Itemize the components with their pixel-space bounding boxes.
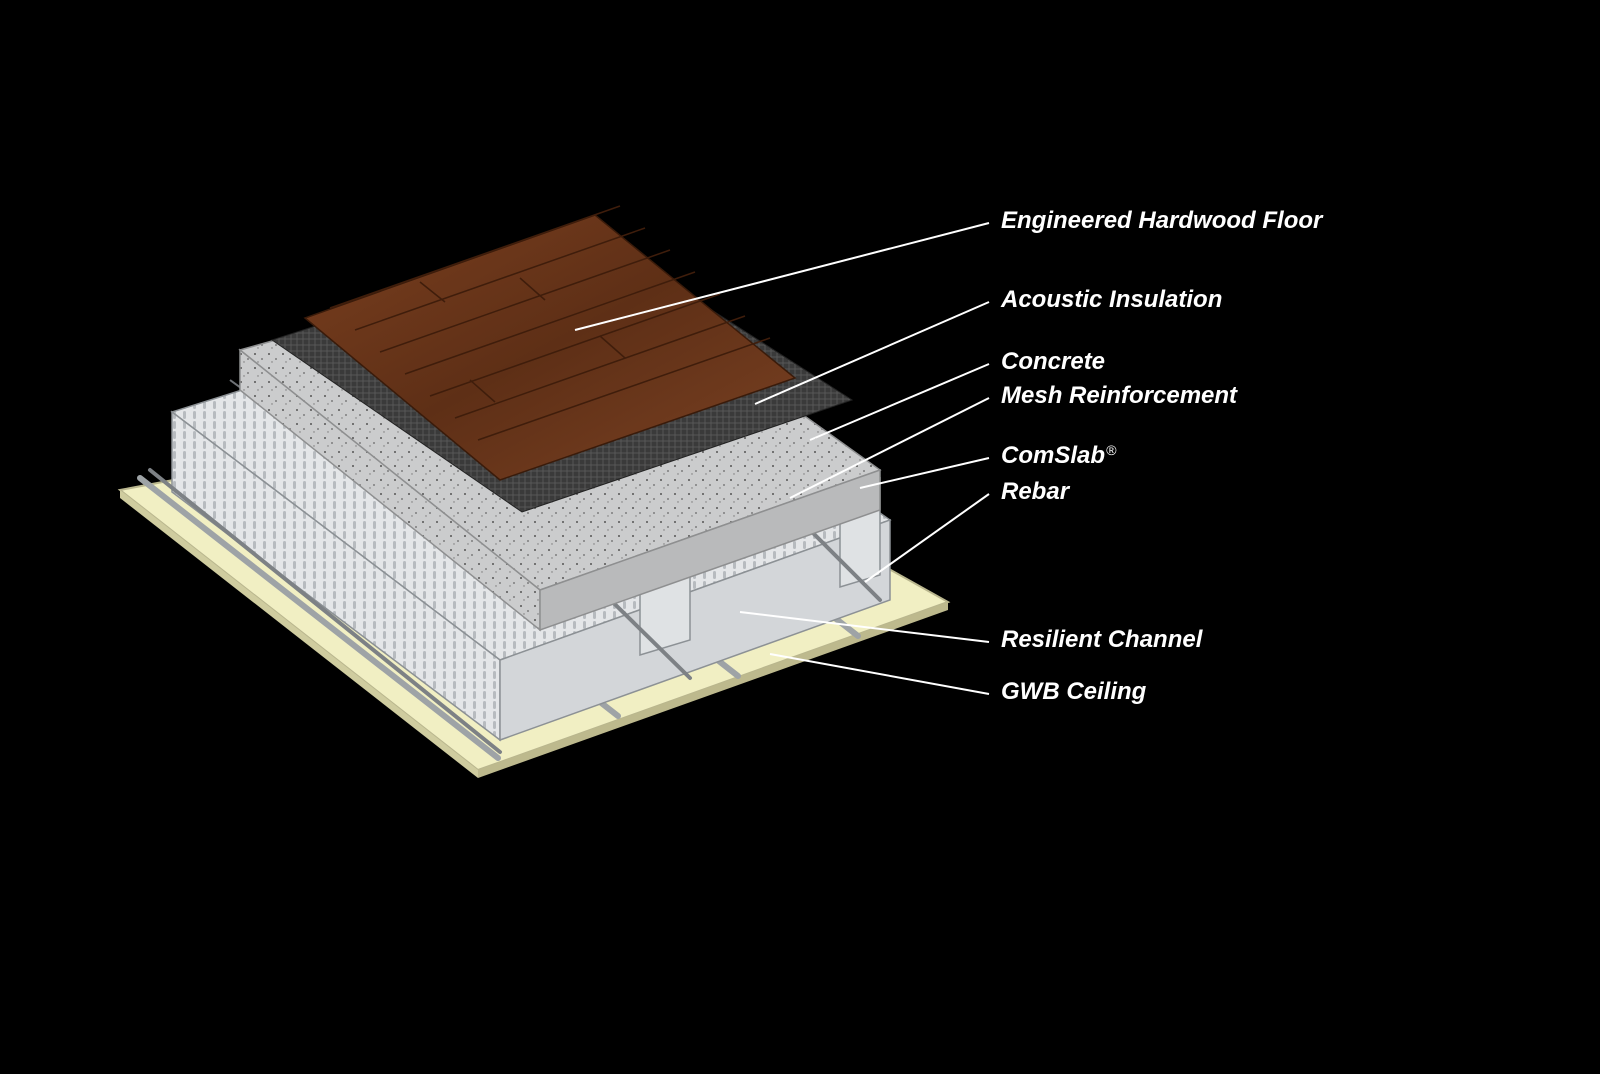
comslab-deck-side bbox=[499, 518, 891, 742]
label-text-rebar: Rebar bbox=[1001, 478, 1070, 505]
leader-line-ceiling bbox=[769, 653, 990, 695]
label-text-ceiling: GWB Ceiling bbox=[1001, 678, 1147, 705]
gwb-ceiling-edge-right bbox=[478, 602, 948, 778]
label-text-comslab: ComSlab bbox=[1001, 442, 1106, 469]
label-concrete: Concrete bbox=[1001, 348, 1105, 376]
concrete-slab-side bbox=[539, 468, 881, 632]
leader-line-concrete bbox=[809, 363, 990, 441]
label-channel: Resilient Channel bbox=[1001, 626, 1202, 654]
label-hardwood: Engineered Hardwood Floor bbox=[1001, 207, 1322, 235]
leader-line-channel bbox=[739, 611, 990, 643]
label-rebar: Rebar bbox=[1001, 478, 1069, 506]
label-insulation: Acoustic Insulation bbox=[1001, 286, 1222, 314]
gwb-ceiling-edge bbox=[120, 490, 478, 778]
leader-line-rebar bbox=[864, 493, 990, 583]
label-text-mesh: Mesh Reinforcement bbox=[1001, 382, 1238, 409]
label-text-channel: Resilient Channel bbox=[1001, 626, 1203, 653]
leader-line-mesh bbox=[789, 397, 990, 499]
label-mesh: Mesh Reinforcement bbox=[1001, 382, 1237, 410]
leader-line-comslab bbox=[859, 457, 990, 489]
leader-lines bbox=[574, 222, 990, 695]
leader-line-insulation bbox=[754, 301, 990, 405]
label-text-concrete: Concrete bbox=[1001, 348, 1106, 375]
label-ceiling: GWB Ceiling bbox=[1001, 678, 1146, 706]
leader-line-hardwood bbox=[574, 222, 990, 331]
registered-mark: ® bbox=[1106, 442, 1117, 458]
label-comslab: ComSlab® bbox=[1001, 442, 1116, 470]
hardwood-planks bbox=[329, 205, 771, 441]
label-text-hardwood: Engineered Hardwood Floor bbox=[1001, 207, 1323, 234]
label-text-insulation: Acoustic Insulation bbox=[1001, 286, 1223, 313]
